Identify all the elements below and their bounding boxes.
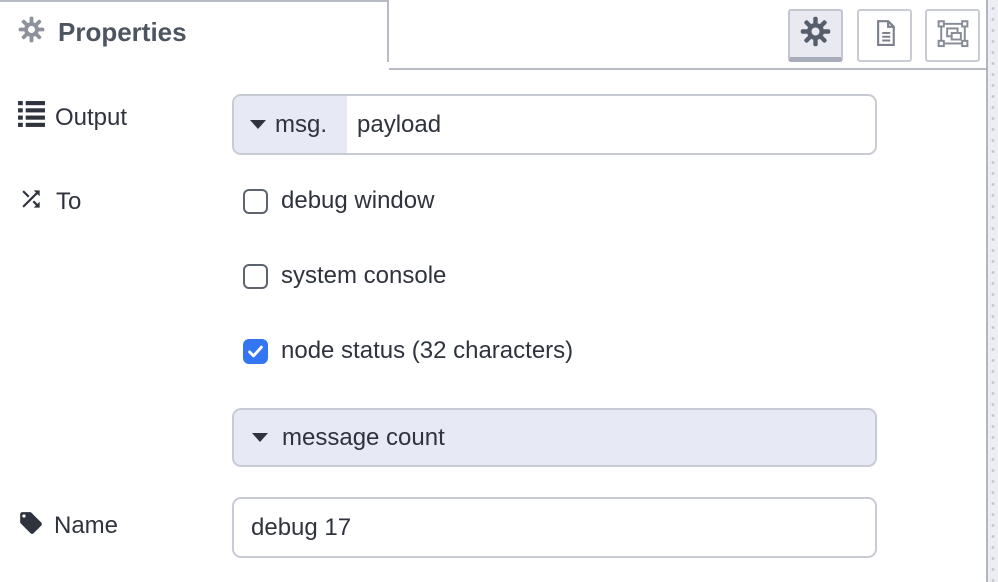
appearance-icon [936,16,970,55]
document-icon [870,18,900,53]
appearance-tab-button[interactable] [925,9,980,62]
output-property-input[interactable] [347,96,875,153]
status-type-value: message count [282,423,445,451]
name-label: Name [18,508,118,544]
system-console-label[interactable]: system console [281,262,447,289]
node-status-label[interactable]: node status (32 characters) [281,337,574,364]
debug-window-label[interactable]: debug window [281,187,435,214]
shuffle-icon [16,186,46,219]
name-input[interactable] [232,497,877,558]
chevron-down-icon [250,120,266,129]
description-tab-button[interactable] [857,9,912,62]
checkbox-row-system-console[interactable]: system console [243,262,446,290]
gear-icon [18,16,45,48]
system-console-checkbox[interactable] [243,263,268,289]
workspace-grid-strip [988,0,998,582]
panel-right-border [986,0,988,582]
node-status-checkbox[interactable] [243,338,268,364]
output-typed-input: msg. [232,94,877,155]
checkbox-row-node-status[interactable]: node status (32 characters) [243,337,573,365]
tab-label: Properties [58,16,187,47]
properties-tab-button[interactable] [788,9,843,62]
typed-input-type-button[interactable]: msg. [234,96,347,153]
typed-input-type-label: msg. [275,110,328,138]
debug-window-checkbox[interactable] [243,188,268,214]
to-label: To [16,186,81,218]
checkbox-row-debug-window[interactable]: debug window [243,187,434,215]
tab-properties[interactable]: Properties [0,0,389,62]
tab-row-divider [389,68,986,70]
list-icon [18,100,45,136]
chevron-down-icon [252,433,268,442]
tag-icon [18,510,44,543]
status-type-dropdown[interactable]: message count [232,408,877,467]
gear-icon [800,16,831,52]
output-label: Output [18,100,127,136]
